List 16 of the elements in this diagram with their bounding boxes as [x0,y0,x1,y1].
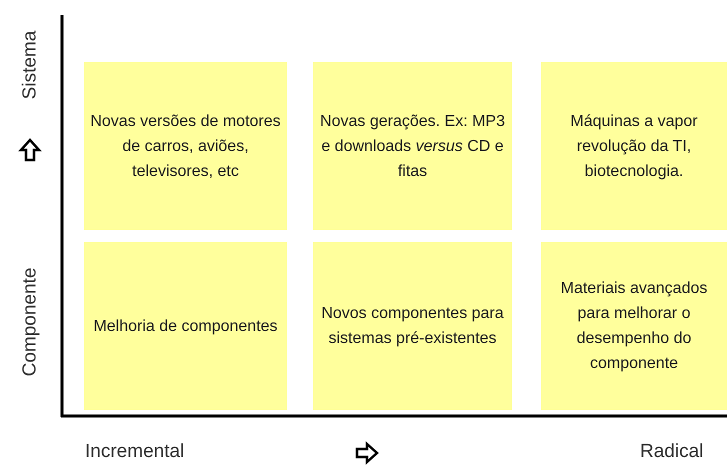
axis-label: Sistema [18,30,41,100]
cell-box [313,62,512,230]
cell-box [84,62,287,230]
cell-text: Máquinas a vapor revolução da TI, biotecnologia. [569,112,699,182]
cell-text: Novos componentes para sistemas pré-existentes [320,304,505,349]
axis-label: Componente [18,268,41,376]
axis-label: Incremental [85,441,184,463]
cell-box [84,242,287,410]
cell-text: Melhoria de componentes [92,316,279,336]
cell-box [541,62,727,230]
cell-box [541,242,727,410]
axis-label: Radical [640,441,704,463]
cell-text: Materiais avançados para melhorar o desempenho do componente [560,279,708,374]
cell-text: Novas gerações. Ex: MP3 e downloads versus CD e fitas [319,112,506,182]
cell-box [313,242,512,410]
cell-text: Novas versões de motores de carros, aviões, televisores, etc [89,112,282,182]
